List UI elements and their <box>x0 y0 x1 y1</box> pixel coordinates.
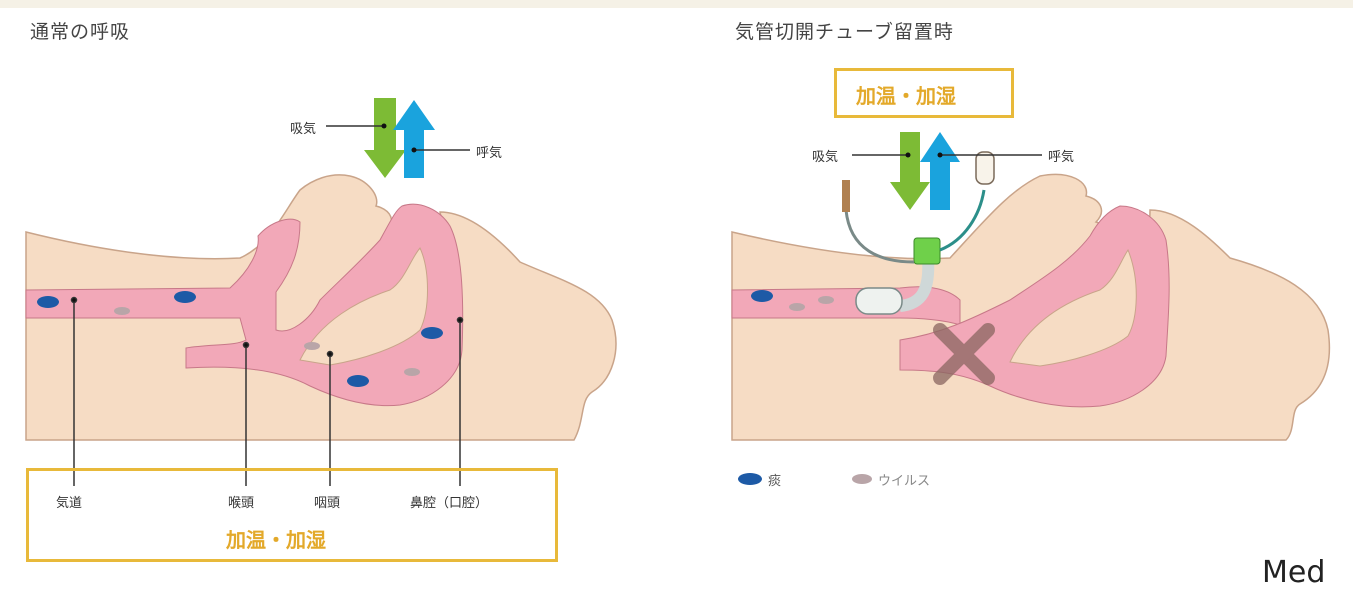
part-pharynx-label: 咽頭 <box>314 492 340 511</box>
right-humidify-label: 加温・加湿 <box>856 80 956 109</box>
right-inhale-label: 吸気 <box>812 146 838 165</box>
part-nasal-cavity-label: 鼻腔（口腔） <box>410 492 488 511</box>
part-larynx-label: 喉頭 <box>228 492 254 511</box>
left-exhale-label: 呼気 <box>476 142 502 161</box>
trach-connector <box>914 238 940 264</box>
trach-cuff <box>856 288 902 314</box>
legend-phlegm-icon <box>738 473 762 485</box>
left-inhale-arrow <box>364 98 406 178</box>
right-exhale-arrow <box>920 132 960 210</box>
right-inhale-arrow <box>890 132 930 210</box>
part-airway-label: 気道 <box>56 492 82 511</box>
legend-virus-label: ウイルス <box>878 470 930 489</box>
right-exhale-label: 呼気 <box>1048 146 1074 165</box>
corner-text: Med <box>1262 555 1325 590</box>
left-title: 通常の呼吸 <box>30 17 130 44</box>
right-title: 気管切開チューブ留置時 <box>735 17 954 44</box>
left-humidify-label: 加温・加湿 <box>226 524 326 553</box>
legend-virus-icon <box>852 474 872 484</box>
right-phlegm <box>751 290 773 302</box>
legend-phlegm-label: 痰 <box>768 470 781 489</box>
left-exhale-arrow <box>393 100 435 178</box>
left-inhale-label: 吸気 <box>290 118 316 137</box>
